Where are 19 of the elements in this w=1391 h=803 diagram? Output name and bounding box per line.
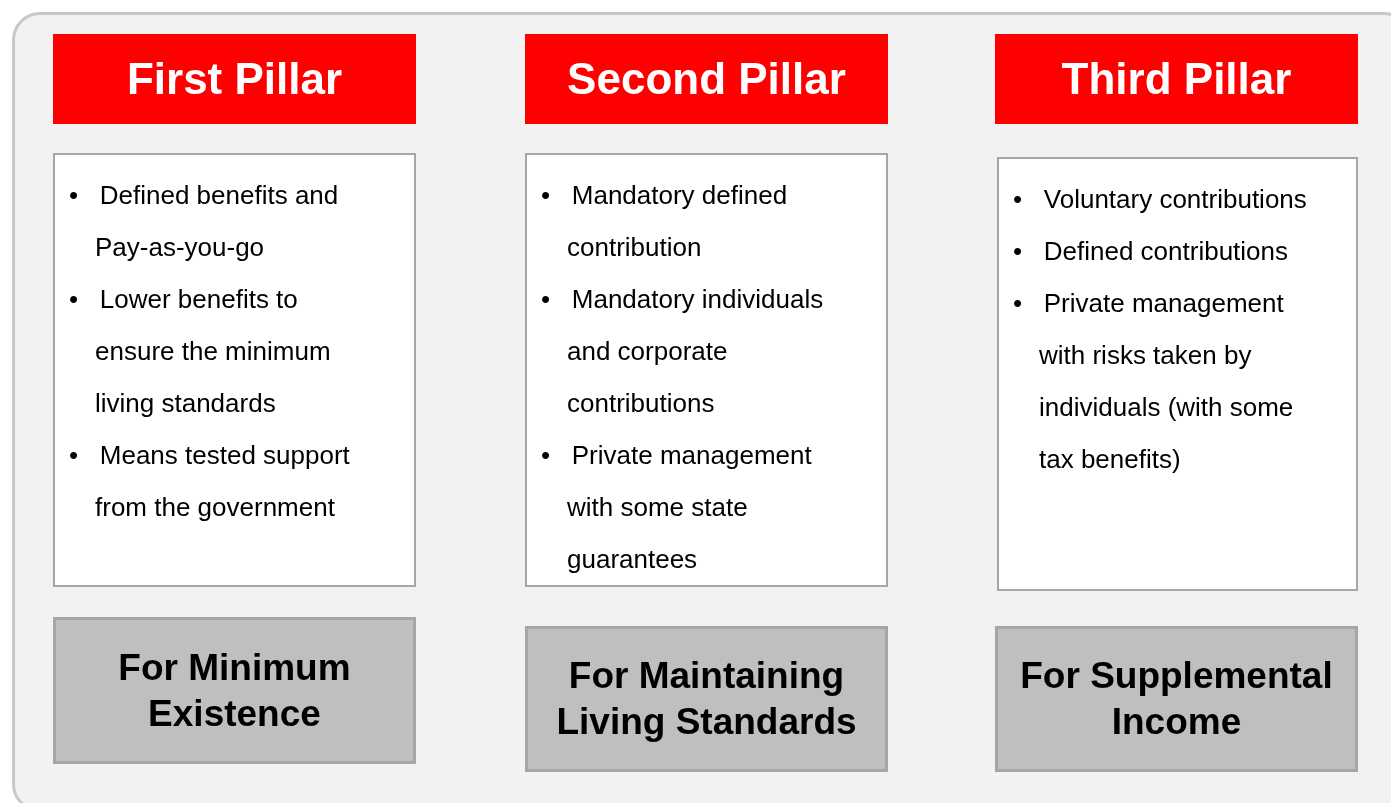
- bullet-item: • Defined contributions: [1013, 235, 1290, 268]
- bullet-item: • Lower benefits to ensure the minimum living standards: [69, 283, 332, 420]
- bullet-card: [997, 157, 1358, 591]
- purpose-box: For Maintaining Living Standards: [525, 626, 888, 772]
- pillar-header: First Pillar: [53, 34, 416, 124]
- bullet-item: • Voluntary contributions: [1013, 183, 1308, 216]
- bullet-item: • Defined benefits and Pay-as-you-go: [69, 179, 340, 264]
- bullet-item: • Mandatory individuals and corporate contributions: [541, 283, 825, 420]
- purpose-box: For Minimum Existence: [53, 617, 416, 764]
- background-panel: [12, 12, 1391, 803]
- bullet-item: • Private management with risks taken by individuals (with some tax benefits): [1013, 287, 1295, 476]
- bullet-item: • Mandatory defined contribution: [541, 179, 789, 264]
- pillar-header: Third Pillar: [995, 34, 1358, 124]
- bullet-item: • Private management with some state guarantees: [541, 439, 813, 576]
- purpose-box: For Supplemental Income: [995, 626, 1358, 772]
- bullet-item: • Means tested support from the government: [69, 439, 351, 524]
- bullet-card: [53, 153, 416, 587]
- bullet-card: [525, 153, 888, 587]
- pillar-header: Second Pillar: [525, 34, 888, 124]
